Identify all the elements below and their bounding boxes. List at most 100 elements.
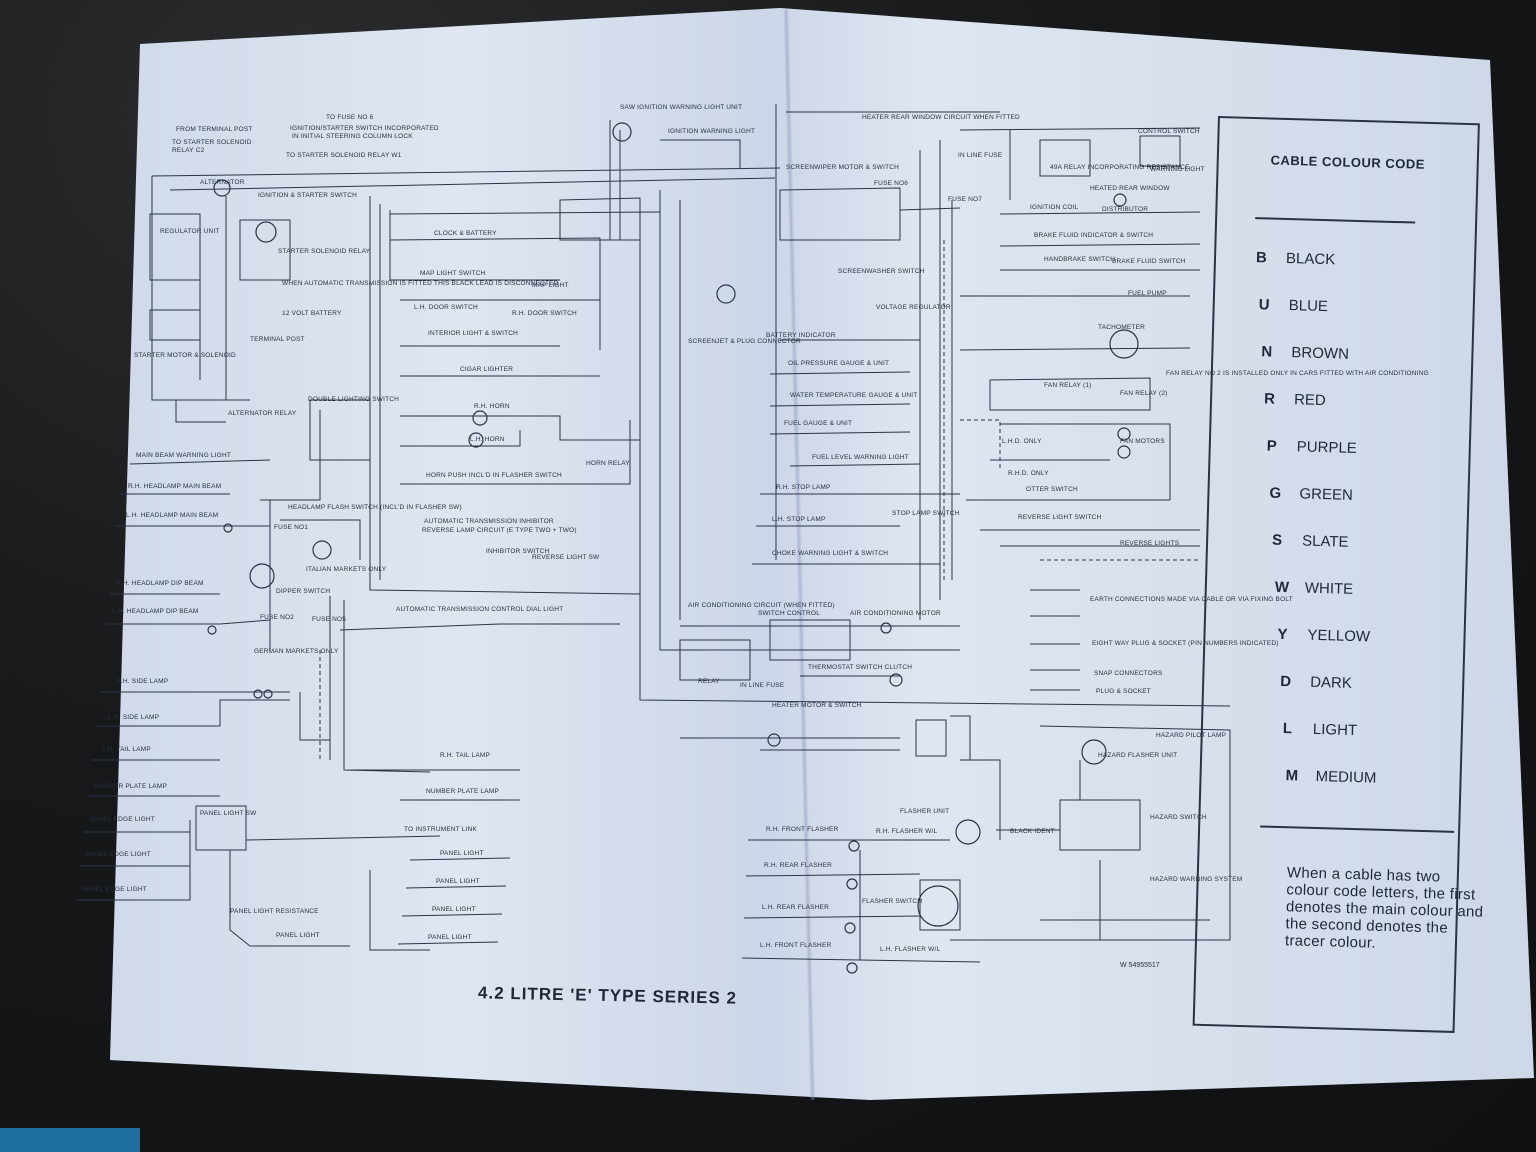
- diagram-label: SAW IGNITION WARNING LIGHT UNIT: [620, 104, 743, 111]
- diagram-label: HAZARD FLASHER UNIT: [1098, 752, 1178, 759]
- diagram-label: REVERSE LIGHT SWITCH: [1018, 514, 1102, 521]
- colour-code-row: W WHITE: [1275, 579, 1354, 598]
- diagram-label: GERMAN MARKETS ONLY: [254, 648, 339, 655]
- colour-code-name: RED: [1293, 391, 1327, 410]
- diagram-label: CHOKE WARNING LIGHT & SWITCH: [772, 550, 889, 557]
- colour-code-letter: G: [1269, 484, 1282, 502]
- diagram-label: R.H. DOOR SWITCH: [512, 310, 577, 317]
- legend-title: CABLE COLOUR CODE: [1270, 152, 1426, 172]
- diagram-label: MAIN BEAM WARNING LIGHT: [136, 452, 232, 459]
- diagram-label: R.H. TAIL LAMP: [440, 752, 490, 759]
- diagram-label: NUMBER PLATE LAMP: [94, 783, 167, 790]
- diagram-label: FUSE No2: [260, 614, 295, 621]
- diagram-label: HEATER REAR WINDOW CIRCUIT WHEN FITTED: [862, 114, 1020, 121]
- diagram-label: PANEL LIGHT SW: [200, 810, 257, 817]
- colour-code-name: DARK: [1309, 673, 1353, 692]
- diagram-label: EIGHT WAY PLUG & SOCKET (PIN NUMBERS IND…: [1092, 640, 1279, 647]
- diagram-label: IGNITION COIL: [1030, 204, 1079, 211]
- colour-code-name: BLACK: [1285, 249, 1336, 269]
- diagram-label: ITALIAN MARKETS ONLY: [306, 566, 387, 573]
- diagram-label: MAP LIGHT SWITCH: [420, 270, 486, 277]
- diagram-label: FLASHER SWITCH: [862, 898, 923, 905]
- diagram-label: PANEL EDGE LIGHT: [82, 886, 147, 893]
- diagram-label: PLUG & SOCKET: [1096, 688, 1151, 695]
- diagram-label: DIPPER SWITCH: [276, 588, 331, 595]
- diagram-label: IN INITIAL STEERING COLUMN LOCK: [292, 133, 413, 140]
- diagram-label: HEATER MOTOR & SWITCH: [772, 702, 862, 709]
- diagram-label: IGNITION & STARTER SWITCH: [258, 192, 358, 199]
- diagram-label: RELAY C2: [172, 147, 205, 154]
- diagram-label: BRAKE FLUID INDICATOR & SWITCH: [1034, 232, 1154, 239]
- wire-runs: [76, 104, 1231, 963]
- diagram-label: L.H. REAR FLASHER: [762, 904, 829, 911]
- diagram-label: WHEN AUTOMATIC TRANSMISSION IS FITTED TH…: [282, 280, 559, 287]
- diagram-label: R.H. HORN: [474, 403, 510, 410]
- diagram-label: ALTERNATOR RELAY: [228, 410, 297, 417]
- diagram-label: TACHOMETER: [1098, 324, 1146, 331]
- diagram-label: FROM TERMINAL POST: [176, 126, 253, 133]
- diagram-label: REGULATOR UNIT: [160, 228, 220, 235]
- colour-code-name: LIGHT: [1312, 720, 1358, 740]
- diagram-label: 12 VOLT BATTERY: [282, 310, 342, 317]
- diagram-label: HAZARD PILOT LAMP: [1156, 732, 1227, 739]
- colour-code-letter: L: [1282, 720, 1293, 738]
- diagram-label: FUSE No6: [874, 180, 909, 187]
- diagram-label: OTTER SWITCH: [1026, 486, 1078, 493]
- diagram-label: AUTOMATIC TRANSMISSION CONTROL DIAL LIGH…: [396, 606, 564, 613]
- diagram-label: BLACK IDENT: [1010, 828, 1055, 835]
- colour-code-name: MEDIUM: [1315, 767, 1377, 787]
- colour-code-letter: Y: [1277, 625, 1288, 644]
- diagram-label: R.H. FLASHER W/L: [876, 828, 938, 835]
- diagram-label: R.H. STOP LAMP: [776, 484, 831, 491]
- diagram-label: R.H. HEADLAMP DIP BEAM: [116, 580, 204, 587]
- diagram-label: FUSE No1: [274, 524, 309, 531]
- diagram-label: FAN RELAY (2): [1120, 390, 1168, 397]
- diagram-label: ALTERNATOR: [200, 179, 245, 186]
- diagram-label: R.H. REAR FLASHER: [764, 862, 833, 869]
- diagram-label: AIR CONDITIONING MOTOR: [850, 610, 941, 617]
- diagram-label: WARNING LIGHT: [1150, 166, 1205, 173]
- colour-code-letter: W: [1274, 578, 1290, 597]
- diagram-label: EARTH CONNECTIONS MADE VIA CABLE OR VIA …: [1090, 596, 1293, 603]
- colour-code-letter: D: [1279, 672, 1292, 691]
- diagram-label: FUSE No5: [312, 616, 347, 623]
- diagram-label: VOLTAGE REGULATOR: [876, 304, 951, 311]
- colour-code-letter: B: [1255, 249, 1268, 267]
- diagram-label: AIR CONDITIONING CIRCUIT (WHEN FITTED): [688, 602, 835, 609]
- diagram-label: STARTER MOTOR & SOLENOID: [134, 352, 236, 359]
- blue-object-edge: [0, 1128, 140, 1152]
- diagram-label: FAN RELAY No 2 IS INSTALLED ONLY IN CARS…: [1166, 370, 1429, 377]
- colour-code-name: SLATE: [1301, 532, 1349, 551]
- diagram-label: FLASHER UNIT: [900, 808, 950, 815]
- diagram-label: IGNITION/STARTER SWITCH INCORPORATED: [290, 125, 439, 132]
- diagram-label: AUTOMATIC TRANSMISSION INHIBITOR: [424, 518, 554, 525]
- colour-code-row: B BLACK: [1256, 249, 1336, 268]
- colour-code-name: BROWN: [1291, 344, 1350, 363]
- colour-code-row: D DARK: [1280, 673, 1352, 692]
- diagram-label: L.H. HEADLAMP MAIN BEAM: [126, 512, 219, 519]
- colour-code-letter: U: [1258, 296, 1270, 314]
- legend-divider-bottom: [1260, 825, 1455, 833]
- colour-code-name: WHITE: [1304, 579, 1354, 598]
- diagram-label: CIGAR LIGHTER: [460, 366, 514, 373]
- diagram-label: FUEL PUMP: [1128, 290, 1167, 297]
- diagram-label: PANEL LIGHT: [440, 850, 484, 857]
- diagram-label: THERMOSTAT SWITCH CLUTCH: [808, 664, 913, 671]
- diagram-label: CONTROL SWITCH: [1138, 128, 1200, 135]
- diagram-label: PANEL LIGHT: [428, 934, 472, 941]
- diagram-label: PANEL EDGE LIGHT: [86, 851, 151, 858]
- colour-code-row: L LIGHT: [1283, 720, 1358, 739]
- colour-code-letter: M: [1285, 767, 1299, 785]
- diagram-label: REVERSE LIGHT SW: [532, 554, 600, 561]
- diagram-label: PANEL LIGHT: [432, 906, 476, 913]
- diagram-label: TO INSTRUMENT LINK: [404, 826, 478, 833]
- diagram-label: HEATED REAR WINDOW: [1090, 185, 1170, 192]
- diagram-label: SCREENWASHER SWITCH: [838, 268, 925, 275]
